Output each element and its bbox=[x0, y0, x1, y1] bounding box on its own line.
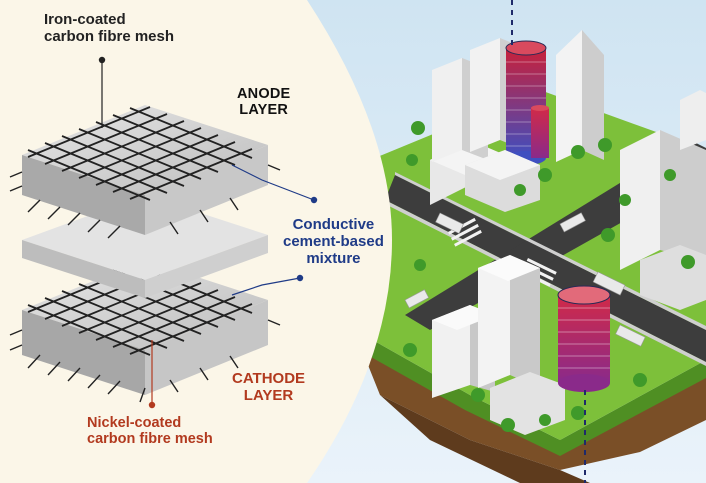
nickel-mesh-label: Nickel-coated carbon fibre mesh bbox=[87, 415, 213, 447]
nickel-mesh-label-line2: carbon fibre mesh bbox=[87, 431, 213, 448]
cathode-layer-label: CATHODE LAYER bbox=[232, 370, 306, 405]
battery-layers bbox=[9, 105, 281, 403]
conductive-label-line2: cement-based bbox=[283, 232, 384, 250]
city-illustration bbox=[355, 0, 706, 483]
cathode-label-line2: LAYER bbox=[243, 386, 294, 404]
cathode-label-line1: CATHODE bbox=[232, 370, 306, 387]
callouts bbox=[98, 56, 318, 409]
conductive-label-line3: mixture bbox=[306, 249, 361, 267]
iron-mesh-label-line2: carbon fibre mesh bbox=[44, 27, 175, 45]
anode-label-line1: ANODE bbox=[237, 86, 291, 102]
iron-mesh-label-line1: Iron-coated bbox=[44, 11, 126, 28]
conductive-label-line1: Conductive bbox=[292, 216, 375, 233]
mixture-slab bbox=[22, 195, 268, 298]
iron-mesh-label: Iron-coated carbon fibre mesh bbox=[44, 11, 175, 46]
conductive-mixture-label: Conductive cement-based mixture bbox=[283, 216, 384, 267]
nickel-mesh-label-line1: Nickel-coated bbox=[87, 415, 182, 431]
anode-slab bbox=[9, 105, 281, 239]
anode-label-line2: LAYER bbox=[239, 102, 289, 119]
anode-layer-label: ANODE LAYER bbox=[237, 86, 290, 118]
